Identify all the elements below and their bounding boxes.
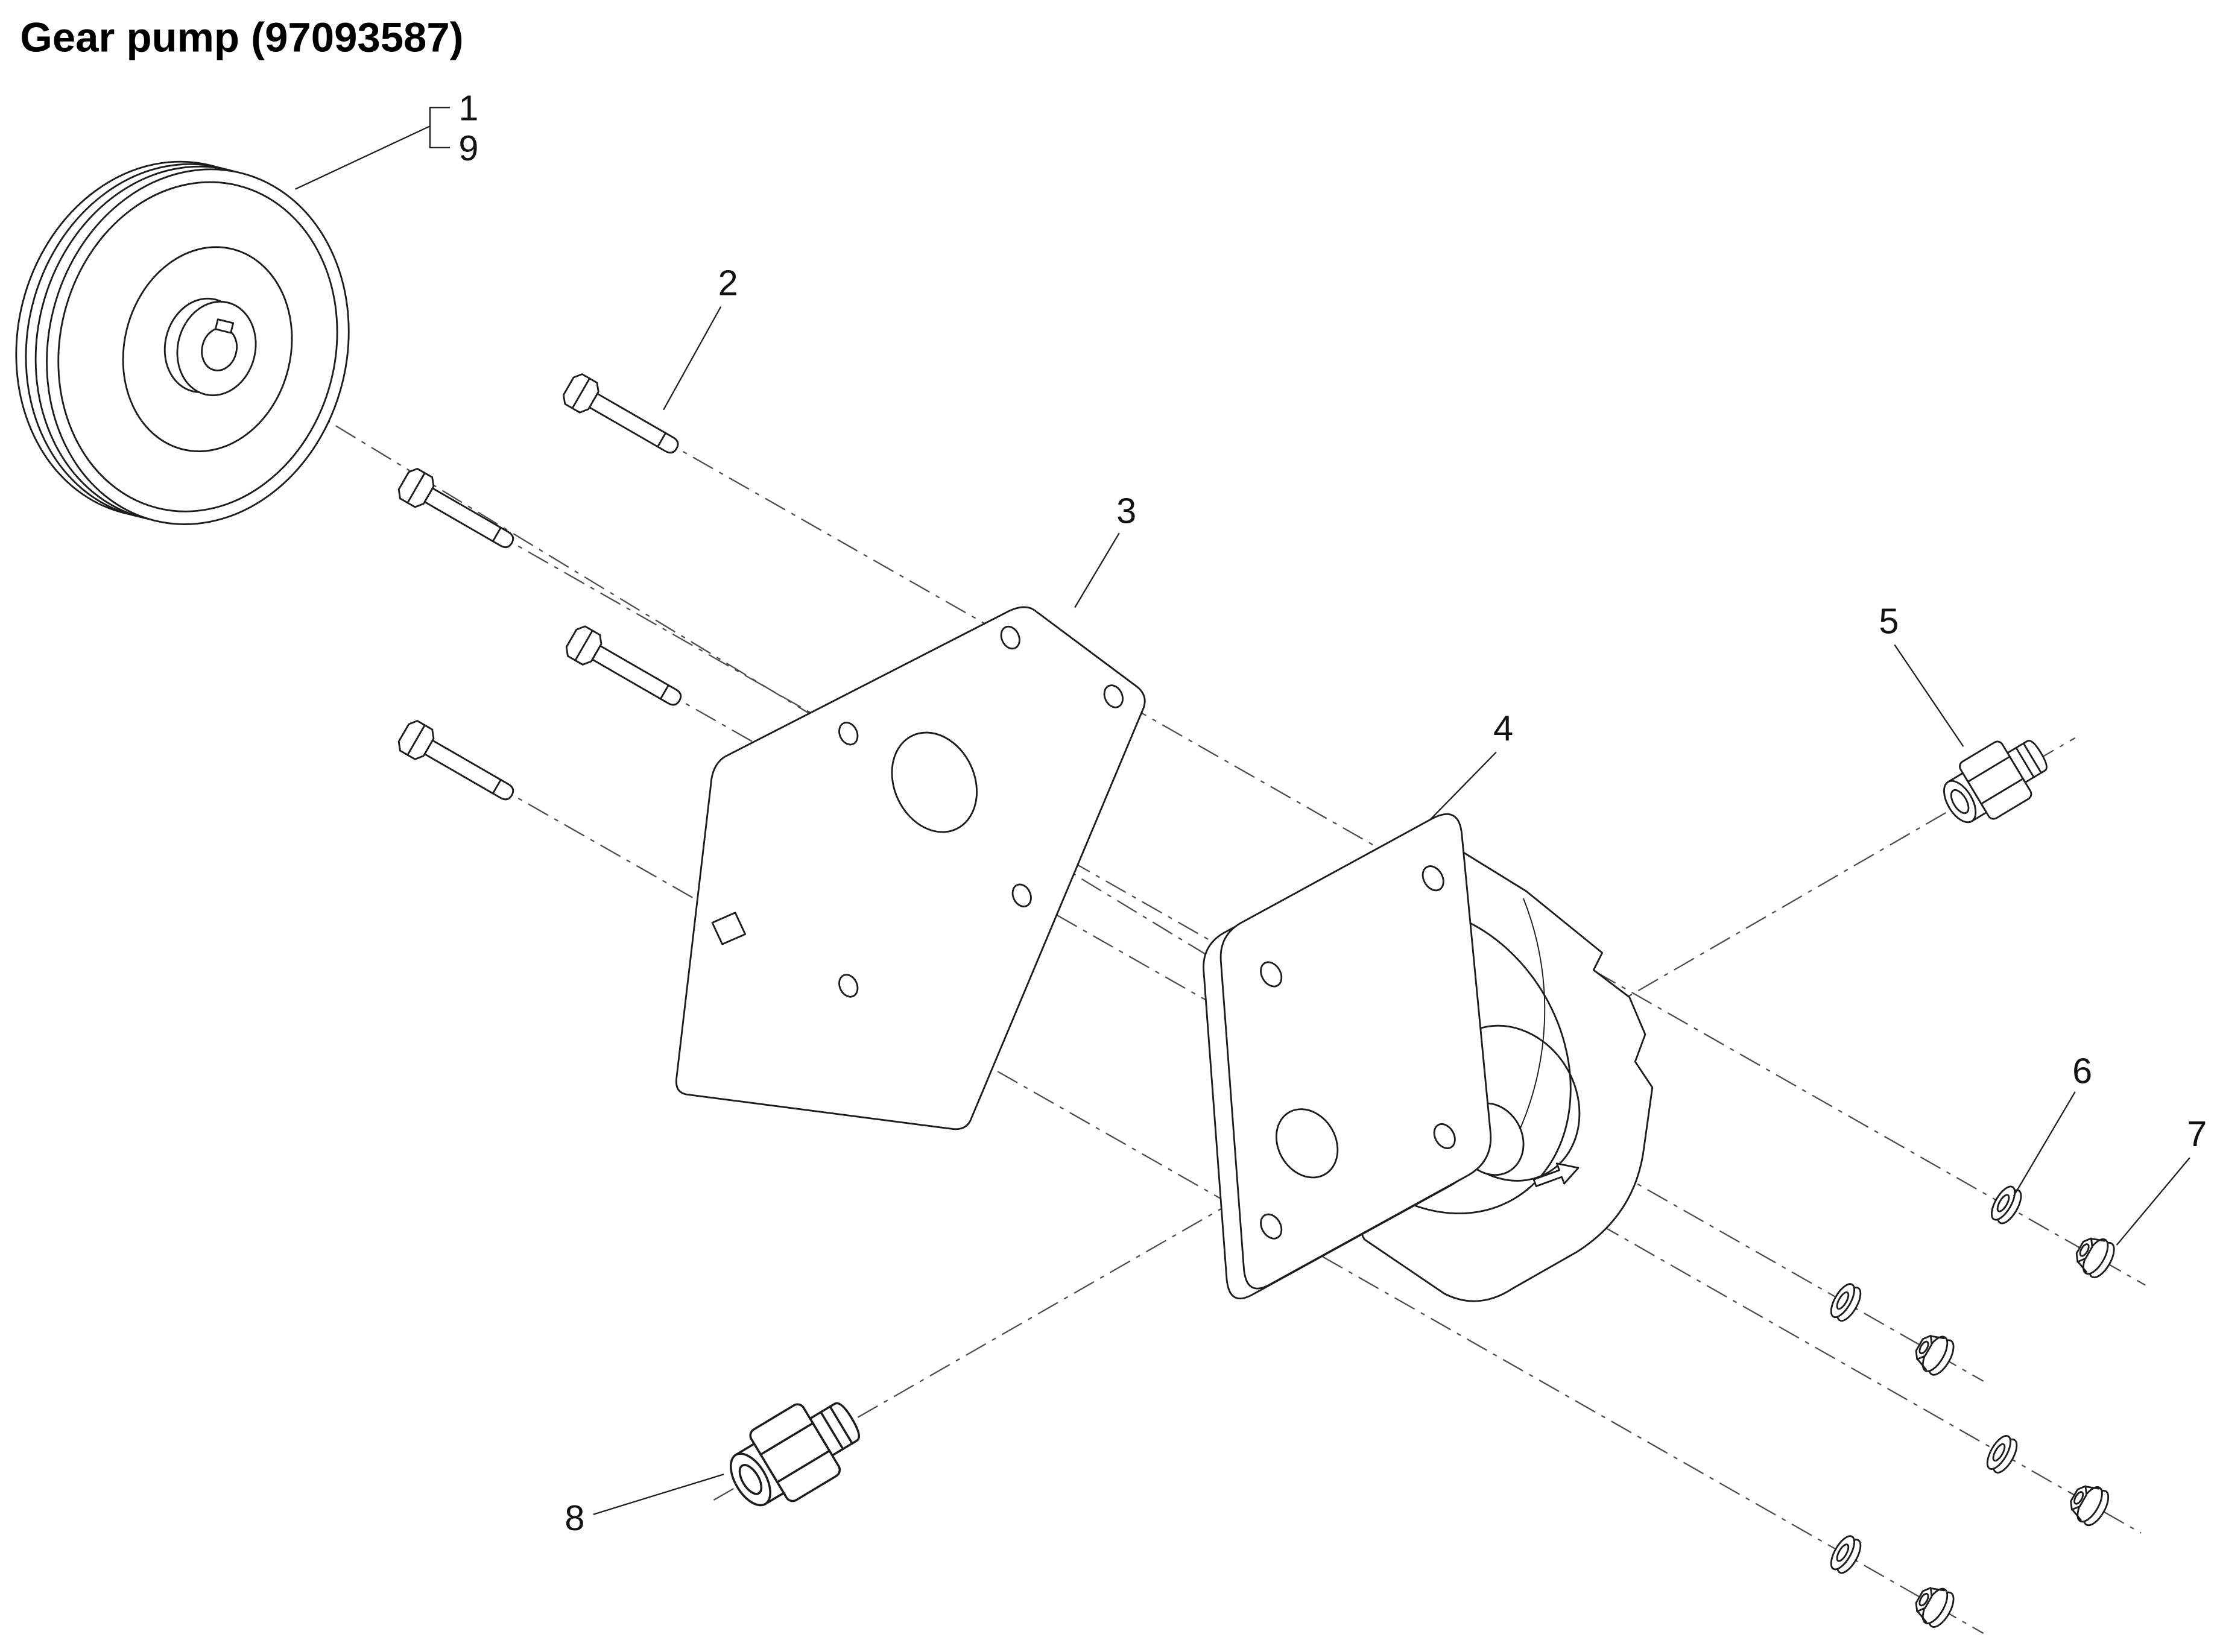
axis-line-bolt-1 [584, 394, 2146, 1286]
leader-4 [1429, 751, 1497, 821]
washer-4 [1826, 1531, 1866, 1577]
flange-bolt-hole [1260, 1213, 1283, 1240]
pump-flange-face [1219, 813, 1492, 1290]
leader-1-9 [295, 125, 431, 190]
bolt-2 [394, 465, 522, 559]
plate-bolt-hole [838, 722, 859, 746]
pulley-web [122, 246, 293, 452]
pulley-rim-inner [57, 181, 338, 512]
callout-5-label: 5 [1879, 601, 1899, 641]
callout-2-label: 2 [718, 263, 738, 303]
flange-bolt-hole [1260, 961, 1283, 988]
washer-3 [1982, 1431, 2022, 1477]
callout-bracket-1-9 [429, 107, 451, 148]
bolt-4 [394, 717, 522, 812]
leader-6 [2013, 1091, 2076, 1197]
nut-2 [1909, 1327, 1959, 1379]
pump-flange [1203, 813, 1492, 1300]
pump-rotation-arrow-icon [1532, 1162, 1580, 1187]
nut-1 [2069, 1229, 2120, 1282]
nuts [1909, 1229, 2120, 1632]
plate-square-hole [711, 912, 747, 945]
bolts [394, 370, 689, 812]
callout-3-label: 3 [1116, 490, 1136, 531]
bolt-3 [561, 622, 689, 717]
pump-port [1275, 1108, 1339, 1179]
callout-6-label: 6 [2072, 1051, 2092, 1091]
callout-4-label: 4 [1493, 708, 1513, 749]
pulley-keyway [214, 318, 235, 334]
axis-lines [229, 360, 2146, 1634]
pulley [15, 160, 350, 525]
nut-3 [2063, 1477, 2114, 1530]
plate-bolt-hole [1000, 625, 1020, 650]
hydraulic-fitting-front [715, 1382, 874, 1524]
leader-7 [2116, 1157, 2190, 1246]
callouts: 1 9 2 3 4 5 6 7 8 [295, 88, 2207, 1538]
callout-7-label: 7 [2187, 1114, 2207, 1154]
plate-bolt-hole [1103, 684, 1124, 708]
callout-9-label: 9 [458, 128, 478, 168]
plate-bolt-hole [1011, 883, 1032, 907]
callout-1-label: 1 [458, 88, 478, 128]
axis-line-bolt-2 [419, 489, 1984, 1382]
flange-bolt-hole [1422, 865, 1444, 892]
axis-line-bolt-4 [419, 742, 1984, 1634]
nut-4 [1909, 1579, 1959, 1632]
leader-8 [593, 1474, 724, 1515]
mounting-plate [675, 606, 1146, 1130]
hydraulic-fitting-rear [1931, 724, 2059, 837]
flange-bolt-hole [1433, 1123, 1456, 1149]
washer-1 [1986, 1182, 2027, 1228]
washer-2 [1826, 1279, 1866, 1325]
plate-bolt-hole [838, 974, 859, 998]
pump-contour [1511, 898, 1546, 1147]
leader-2 [663, 306, 722, 411]
bolt-1 [559, 370, 686, 464]
plate-center-hole [891, 731, 978, 833]
callout-8-label: 8 [565, 1498, 584, 1538]
washers [1826, 1182, 2027, 1577]
page-title: Gear pump (97093587) [20, 14, 463, 61]
axis-line-fitting-rear [1602, 737, 2076, 1012]
gear-pump [1203, 813, 1654, 1302]
leader-5 [1894, 644, 1964, 747]
leader-3 [1074, 532, 1120, 608]
plate-outline [675, 606, 1146, 1130]
